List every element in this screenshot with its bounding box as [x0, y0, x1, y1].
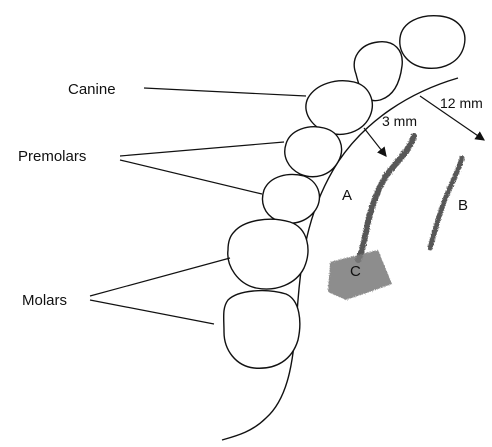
site-a-label: A: [342, 187, 352, 204]
molars-leader-line-1: [90, 258, 230, 296]
molars-leader-line-2: [90, 300, 214, 324]
molar-tooth-2: [224, 291, 300, 369]
arrow-3mm: [364, 128, 386, 156]
premolars-leader-line-2: [120, 160, 262, 194]
premolars-leader-line-1: [120, 142, 284, 156]
premolar-tooth-1: [285, 127, 342, 177]
premolars-label: Premolars: [18, 148, 86, 165]
measurement-12mm-label: 12 mm: [440, 95, 483, 111]
measurement-3mm-label: 3 mm: [382, 113, 417, 129]
site-c-label: C: [350, 263, 361, 280]
canine-leader-line: [144, 88, 306, 96]
molar-tooth-1: [228, 219, 308, 289]
molars-label: Molars: [22, 292, 67, 309]
incisor-tooth: [400, 16, 465, 69]
site-b-label: B: [458, 197, 468, 214]
stain-streak-a: [358, 136, 414, 260]
canine-label: Canine: [68, 81, 116, 98]
premolar-tooth-2: [263, 175, 320, 224]
